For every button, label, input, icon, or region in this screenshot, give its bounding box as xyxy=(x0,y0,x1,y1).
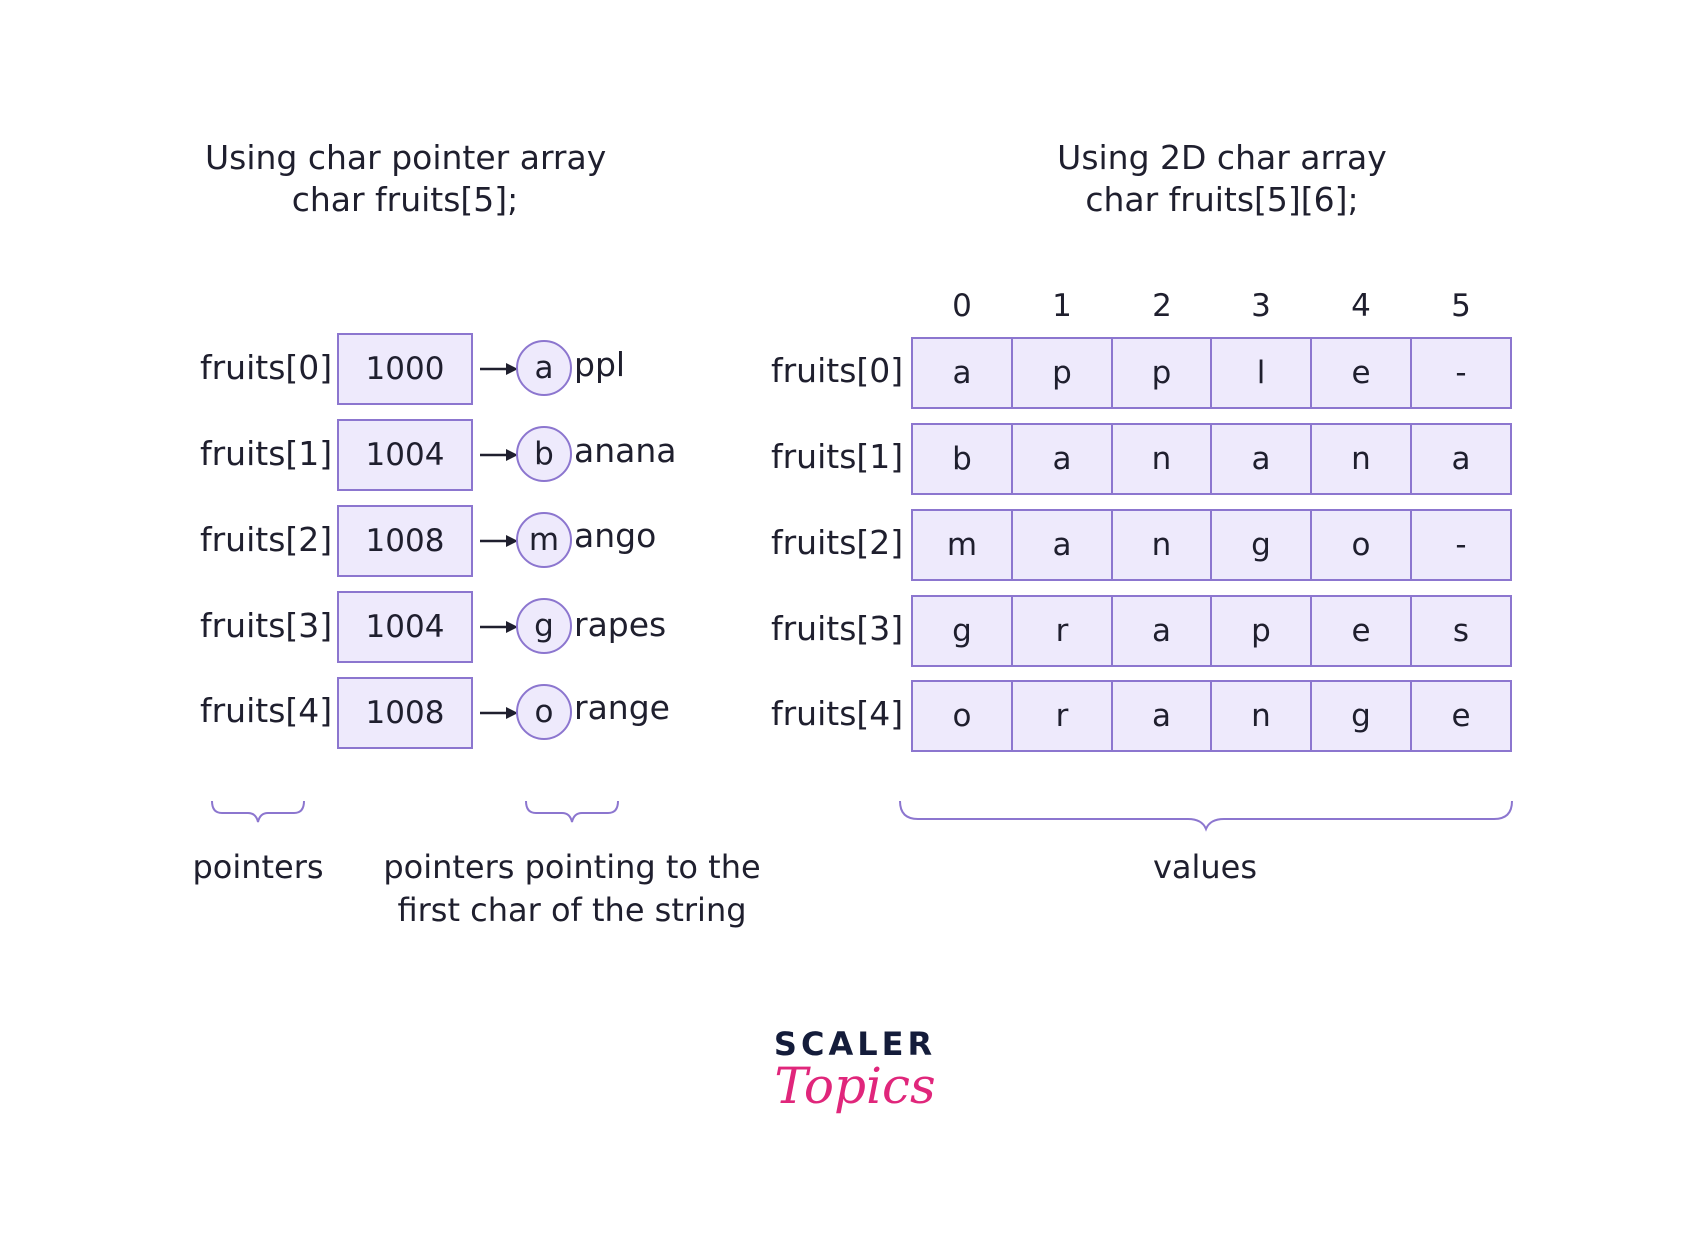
arrow-icon xyxy=(480,707,518,719)
column-index: 5 xyxy=(1451,288,1471,324)
array-cell: g xyxy=(1210,509,1312,581)
array-cell: p xyxy=(1111,337,1212,409)
array-cell: r xyxy=(1011,680,1113,752)
array-cell: o xyxy=(911,680,1013,752)
string-remainder: ppl xyxy=(574,345,626,384)
array-row: g r a p e s xyxy=(911,595,1512,667)
array-row-label: fruits[0] xyxy=(771,351,904,390)
array-cell: n xyxy=(1210,680,1312,752)
pointing-caption: pointers pointing to the first char of t… xyxy=(372,846,772,932)
array-cell: n xyxy=(1310,423,1412,495)
arrow-icon xyxy=(480,535,518,547)
arrow-icon xyxy=(480,363,518,375)
array-cell: a xyxy=(1111,595,1212,667)
pointer-address-box: 1004 xyxy=(337,591,473,663)
array-row-label: fruits[1] xyxy=(771,437,904,476)
array-cell: n xyxy=(1111,423,1212,495)
array-cell: g xyxy=(1310,680,1412,752)
values-caption: values xyxy=(1152,848,1258,886)
pointers-caption: pointers xyxy=(192,848,324,886)
array-cell: a xyxy=(911,337,1013,409)
array-cell: e xyxy=(1310,595,1412,667)
array-cell: l xyxy=(1210,337,1312,409)
array-cell: a xyxy=(1011,423,1113,495)
pointers-brace xyxy=(211,800,305,823)
array-cell: a xyxy=(1111,680,1212,752)
pointer-address-box: 1008 xyxy=(337,505,473,577)
first-char-circle: m xyxy=(516,512,572,568)
array-cell: r xyxy=(1011,595,1113,667)
values-brace xyxy=(899,800,1513,832)
column-index: 1 xyxy=(1052,288,1072,324)
scaler-topics-logo: SCALER Topics xyxy=(755,1025,955,1115)
pointer-address-box: 1008 xyxy=(337,677,473,749)
left-title-line1: Using char pointer array xyxy=(205,138,607,177)
array-row: m a n g o - xyxy=(911,509,1512,581)
right-title: Using 2D char array char fruits[5][6]; xyxy=(1022,137,1422,221)
array-row: b a n a n a xyxy=(911,423,1512,495)
pointer-address-box: 1004 xyxy=(337,419,473,491)
first-char-circle: b xyxy=(516,426,572,482)
pointer-row-label: fruits[0] xyxy=(200,348,333,387)
pointing-caption-line2: first char of the string xyxy=(397,891,747,929)
array-cell: m xyxy=(911,509,1013,581)
pointer-row-label: fruits[3] xyxy=(200,606,333,645)
array-row: a p p l e - xyxy=(911,337,1512,409)
pointer-address-box: 1000 xyxy=(337,333,473,405)
array-cell: - xyxy=(1410,337,1512,409)
string-remainder: range xyxy=(574,688,670,727)
array-cell: e xyxy=(1410,680,1512,752)
array-cell: n xyxy=(1111,509,1212,581)
array-cell: p xyxy=(1011,337,1113,409)
array-cell: s xyxy=(1410,595,1512,667)
pointer-row-label: fruits[1] xyxy=(200,434,333,473)
left-title: Using char pointer array char fruits[5]; xyxy=(205,137,607,221)
pointing-caption-line1: pointers pointing to the xyxy=(383,848,761,886)
column-index: 2 xyxy=(1152,288,1172,324)
first-char-circle: o xyxy=(516,684,572,740)
pointer-row-label: fruits[4] xyxy=(200,691,333,730)
left-title-line2: char fruits[5]; xyxy=(291,180,519,219)
array-row-label: fruits[3] xyxy=(771,609,904,648)
arrow-icon xyxy=(480,621,518,633)
string-remainder: anana xyxy=(574,431,677,470)
array-cell: - xyxy=(1410,509,1512,581)
pointer-row-label: fruits[2] xyxy=(200,520,333,559)
array-cell: b xyxy=(911,423,1013,495)
array-row-label: fruits[2] xyxy=(771,523,904,562)
column-index: 4 xyxy=(1351,288,1371,324)
string-remainder: ango xyxy=(574,516,657,555)
arrow-icon xyxy=(480,449,518,461)
array-cell: a xyxy=(1410,423,1512,495)
array-cell: p xyxy=(1210,595,1312,667)
array-cell: g xyxy=(911,595,1013,667)
logo-wordmark-top: SCALER xyxy=(773,1025,937,1063)
column-index: 3 xyxy=(1251,288,1271,324)
array-cell: a xyxy=(1011,509,1113,581)
column-index: 0 xyxy=(952,288,972,324)
array-row: o r a n g e xyxy=(911,680,1512,752)
array-cell: a xyxy=(1210,423,1312,495)
array-cell: o xyxy=(1310,509,1412,581)
right-title-line1: Using 2D char array xyxy=(1057,138,1387,177)
string-remainder: rapes xyxy=(574,605,667,644)
pointing-brace xyxy=(525,800,619,823)
right-title-line2: char fruits[5][6]; xyxy=(1085,180,1359,219)
array-row-label: fruits[4] xyxy=(771,694,904,733)
first-char-circle: a xyxy=(516,340,572,396)
array-cell: e xyxy=(1310,337,1412,409)
logo-wordmark-bottom: Topics xyxy=(774,1057,936,1115)
first-char-circle: g xyxy=(516,598,572,654)
